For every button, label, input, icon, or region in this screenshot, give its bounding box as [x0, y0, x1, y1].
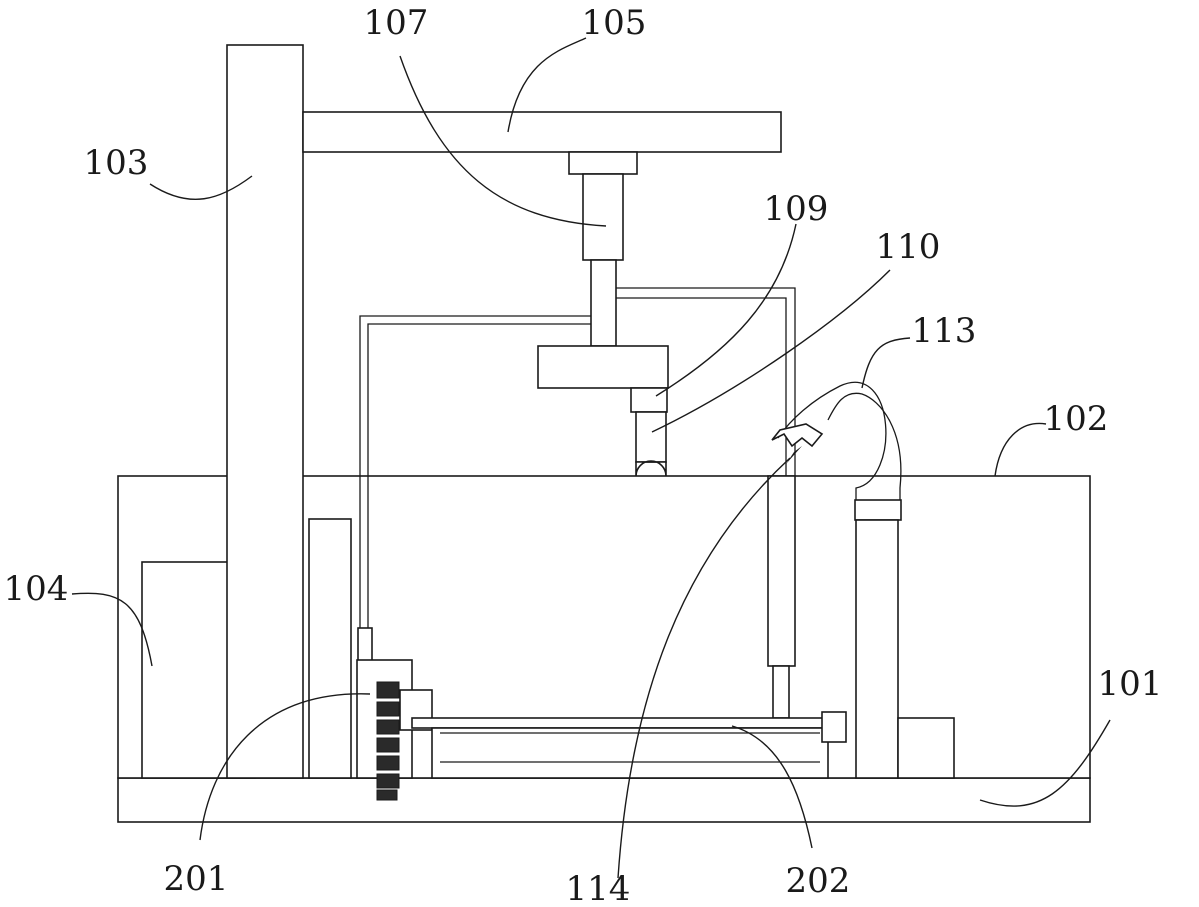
cylinder-body: [582, 173, 624, 261]
hose-coupling: [854, 499, 902, 521]
label-201: 201: [164, 859, 229, 899]
hose-pipe: [855, 519, 899, 779]
leader-202: [731, 725, 813, 849]
guide-post: [308, 518, 352, 779]
left-pipe-inner: [367, 323, 591, 628]
leader-103: [149, 175, 253, 200]
label-202: 202: [786, 861, 851, 901]
horizontal-arm: [302, 111, 782, 153]
rail-body: [431, 727, 829, 779]
label-113: 113: [912, 311, 977, 351]
label-105: 105: [582, 3, 647, 43]
leader-102: [994, 422, 1047, 477]
right-slide-rod: [772, 665, 790, 719]
leader-113: [861, 337, 911, 389]
label-114: 114: [566, 869, 631, 907]
label-103: 103: [84, 143, 149, 183]
vertical-column: [226, 44, 304, 779]
spindle-shaft: [635, 411, 667, 463]
cylinder-mount: [568, 151, 638, 175]
leader-107: [399, 55, 607, 227]
motor-head: [537, 345, 669, 389]
label-109: 109: [764, 189, 829, 229]
leader-101: [979, 719, 1111, 807]
pump-block: [897, 717, 955, 779]
leader-105: [507, 37, 587, 133]
left-pipe: [359, 315, 591, 628]
label-110: 110: [876, 227, 941, 267]
label-101: 101: [1098, 664, 1163, 704]
right-pipe-inner: [616, 297, 787, 476]
label-102: 102: [1044, 399, 1109, 439]
label-104: 104: [4, 569, 69, 609]
gear-teeth: [376, 681, 400, 801]
rail-end-block: [821, 711, 847, 743]
right-slide-sleeve: [767, 475, 796, 667]
piston-rod: [590, 259, 617, 347]
leader-109: [655, 223, 797, 397]
leader-110: [651, 269, 891, 433]
rail-top: [411, 717, 829, 729]
spindle-collar: [630, 387, 668, 413]
leader-201: [199, 693, 371, 841]
leader-114: [617, 457, 791, 879]
base-plate: [117, 777, 1091, 823]
hose-inner: [827, 392, 902, 500]
nozzle-arrow: [786, 446, 802, 464]
nozzle-tip: [771, 423, 824, 448]
leader-104: [71, 592, 153, 667]
right-pipe: [616, 287, 796, 476]
label-107: 107: [364, 3, 429, 43]
grinding-head: [635, 460, 667, 477]
